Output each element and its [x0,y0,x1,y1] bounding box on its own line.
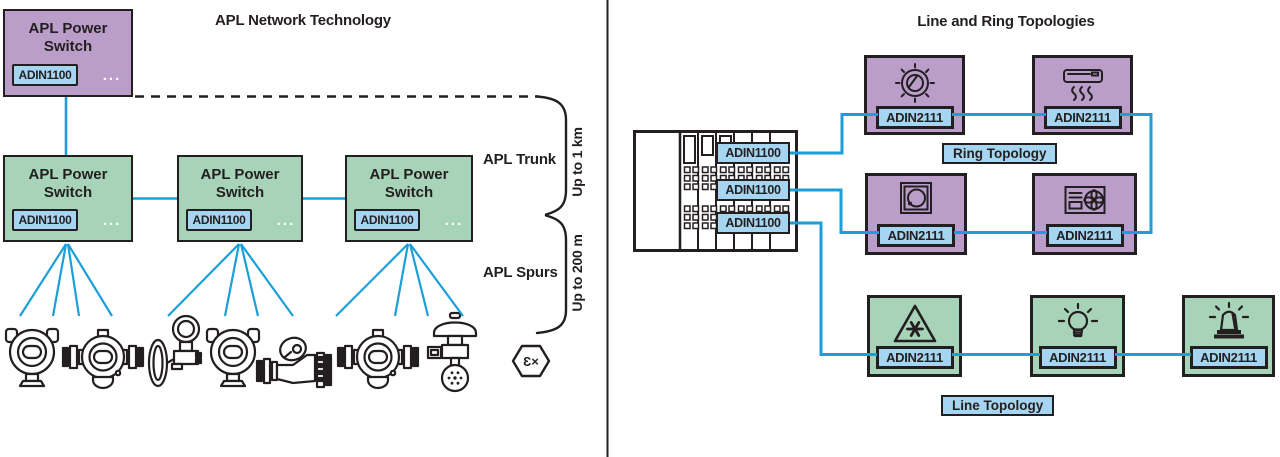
apl-spur-lines [19,243,464,317]
adin1100-chip-label: ADIN1100 [354,209,420,231]
ex-hexagon-icon: Ɛ× [511,344,551,378]
flow-transmitter-icon [61,328,145,390]
apl-trunk-label: APL Trunk [483,151,556,168]
flow-transmitter-icon [336,328,420,390]
switch-title: APL Power Switch [28,20,108,55]
air-conditioner-icon [1062,69,1103,101]
apl-power-switch-box-2: APL Power Switch ADIN1100 ... [177,155,303,242]
field-device-flow-transmitter-2 [336,327,420,396]
field-device-flanged-valve [255,331,339,398]
frost-warning-icon [893,304,936,343]
ring-node-fan-unit: ADIN2111 [1032,173,1137,255]
adin2111-chip-label: ADIN2111 [877,224,955,247]
pressure-transmitter-icon [4,327,60,388]
adin1100-chip-label: ADIN1100 [12,209,78,231]
ring-node-thermostat: ADIN2111 [864,55,965,135]
thermostat-dial-icon [894,63,935,103]
flanged-valve-icon [255,336,333,389]
switch-title: APL Power Switch [200,166,280,201]
apl-power-switch-box-top: APL Power Switch ADIN1100 ... [3,9,133,97]
alarm-beacon-icon [1208,301,1249,339]
adin1100-chip-label: ADIN1100 [186,209,252,231]
field-device-pressure-transmitter-1 [0,321,64,394]
line-node-frost-warning: ADIN2111 [867,295,962,377]
switch-title: APL Power Switch [369,166,449,201]
ring-node-air-conditioner: ADIN2111 [1032,55,1133,135]
control-dial-icon [900,182,932,214]
expansion-dots: ... [102,211,122,229]
trunk-distance-label: Up to 1 km [569,127,585,197]
line-node-alarm-beacon: ADIN2111 [1182,295,1275,377]
adin1100-port-label-2: ADIN1100 [716,179,790,201]
light-bulb-icon [1057,302,1098,338]
diaphragm-seal-transmitter-icon [147,314,203,388]
field-device-pressure-transmitter-2 [201,321,265,394]
adin1100-port-label-1: ADIN1100 [716,142,790,164]
right-panel-title: Line and Ring Topologies [917,13,1095,30]
switch-title: APL Power Switch [28,166,108,201]
spurs-distance-label: Up to 200 m [569,234,585,312]
adin2111-chip-label: ADIN2111 [1043,106,1122,129]
apl-power-switch-box-3: APL Power Switch ADIN1100 ... [345,155,473,242]
apl-spurs-label: APL Spurs [483,264,558,281]
adin2111-chip-label: ADIN2111 [1045,224,1124,247]
line-node-light-bulb: ADIN2111 [1030,295,1125,377]
field-device-diaphragm-seal [146,313,208,396]
fan-unit-icon [1064,186,1105,214]
field-device-flow-transmitter-1 [61,327,145,396]
line-topology-label: Line Topology [941,395,1055,416]
apl-power-switch-box-1: APL Power Switch ADIN1100 ... [3,155,133,242]
pressure-transmitter-icon [205,327,261,388]
expansion-dots: ... [276,211,296,229]
field-device-control-valve [426,311,484,400]
adin2111-chip-label: ADIN2111 [875,346,954,369]
adin2111-chip-label: ADIN2111 [875,106,954,129]
ring-node-control-dial: ADIN2111 [865,173,967,255]
adin1100-chip-label: ADIN1100 [12,64,78,86]
ex-hazardous-area-marking: Ɛ× [511,343,551,384]
expansion-dots: ... [444,211,464,229]
control-valve-actuator-icon [426,311,478,393]
expansion-dots: ... [102,66,122,84]
distance-braces [535,95,568,335]
wire-port3-to-line [790,221,877,356]
ex-marking-text: Ɛ× [523,354,539,369]
adin2111-chip-label: ADIN2111 [1038,346,1117,369]
ring-topology-label: Ring Topology [942,143,1058,164]
left-panel-title: APL Network Technology [215,12,391,29]
adin2111-chip-label: ADIN2111 [1189,346,1268,369]
adin1100-port-label-3: ADIN1100 [716,212,790,234]
